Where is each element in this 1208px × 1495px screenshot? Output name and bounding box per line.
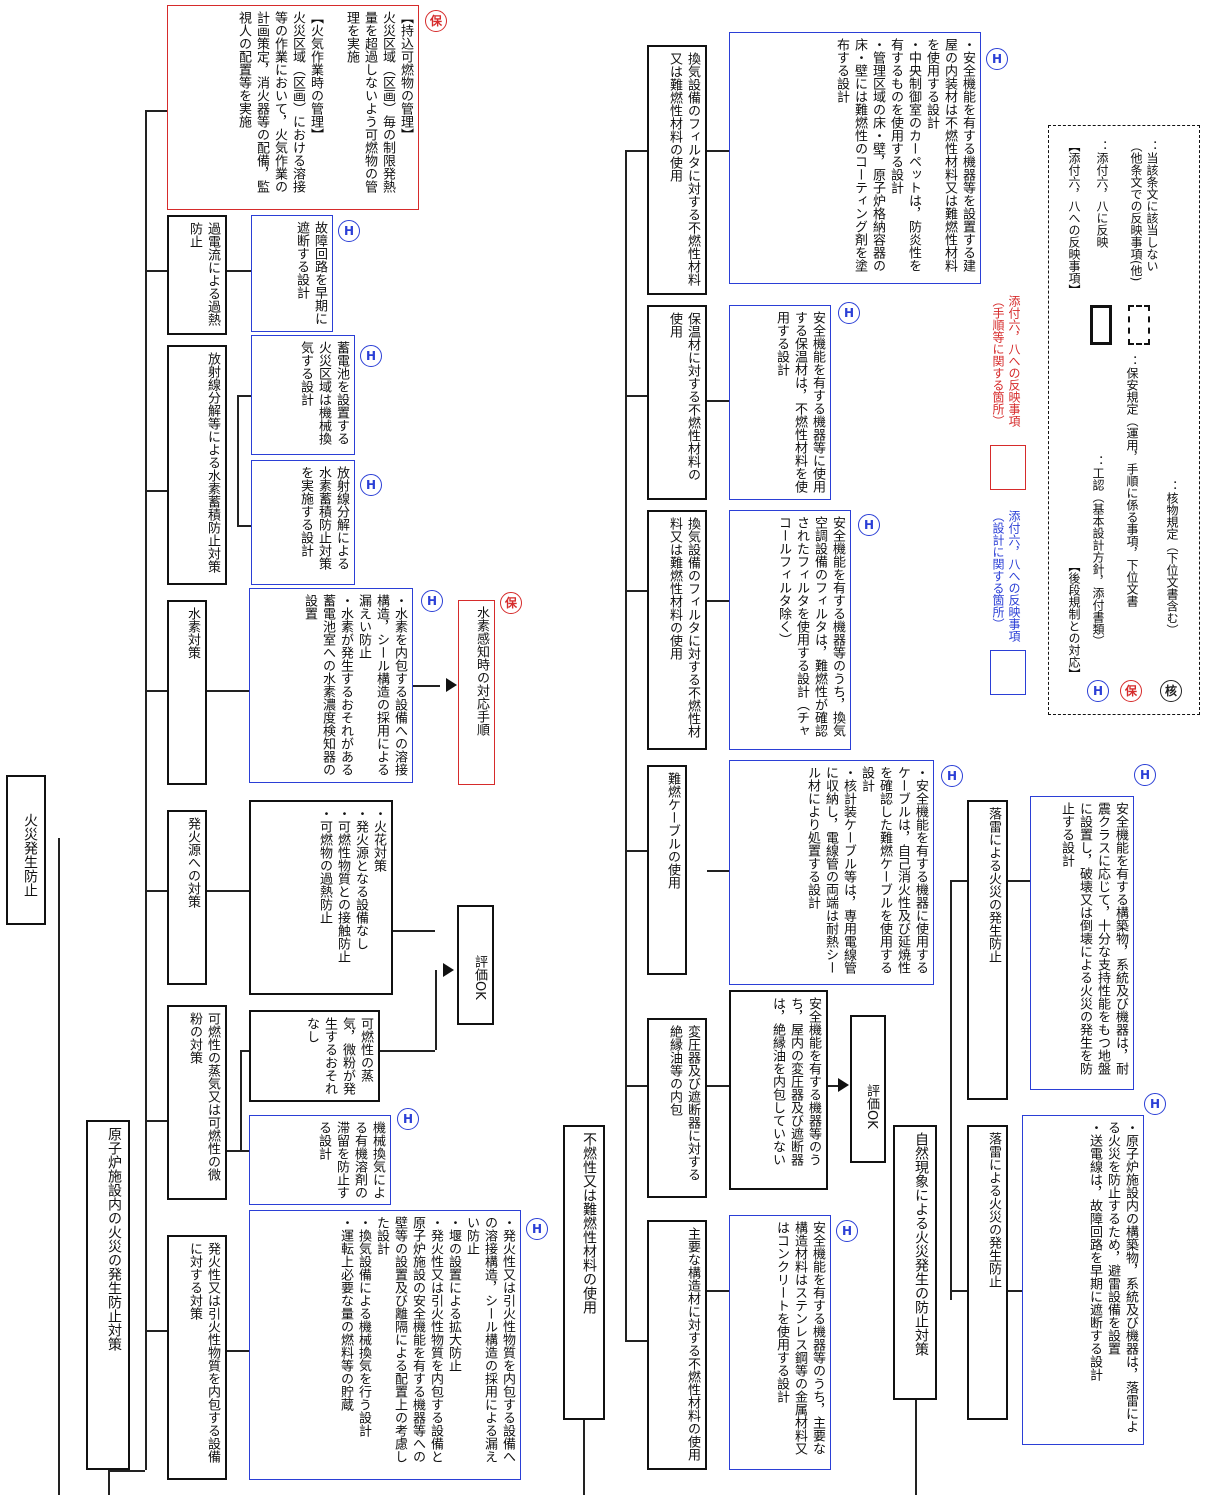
box-no-combustible-vapor: 可燃性の蒸気，微粉が発生するおそれなし	[249, 1010, 380, 1102]
ho-marker: 保	[500, 592, 522, 614]
box-ventilation-filter: 安全機能を有する機器等のうち，換気空調設備のフィルタは，難燃性が確認されたフィル…	[729, 510, 851, 750]
h-marker: H	[421, 590, 443, 612]
box-lightning-protection: ・原子炉施設内の構築物，系統及び機器は，落雷による火災を防止するため，避雷設備を…	[1022, 1115, 1144, 1445]
node-lightning-fire-a: 落雷による火災の発生防止	[967, 1125, 1008, 1420]
h-marker: H	[986, 48, 1008, 70]
legend-rel-title: 【後段規制との対応】	[1067, 560, 1081, 680]
legend-key-solid: ：添付六，八に反映	[1095, 140, 1109, 248]
box-interior-materials: ・安全機能を有する機器等を設置する建屋の内装材は不燃性材料又は難燃性材料を使用す…	[729, 32, 981, 284]
h-marker: H	[836, 1220, 858, 1242]
arrow-to-eval-ok	[443, 963, 454, 977]
box-ignition-measures: ・火花対策 ・発火源となる設備なし ・可燃性物質との接触防止 ・可燃物の過熱防止	[249, 800, 393, 995]
h-marker: H	[838, 302, 860, 324]
box-eval-ok-2: 評価OK	[850, 1015, 886, 1163]
h-marker: H	[941, 765, 963, 787]
legend-rel-h: ：工認（基本設計方針，添付書類）	[1091, 455, 1105, 647]
box-radiolysis-design: 放射線分解による水素蓄積防止対策を実施する設計	[251, 460, 355, 585]
h-marker: H	[526, 1218, 548, 1240]
arrow-to-eval-ok-2	[838, 1078, 849, 1092]
h-marker: H	[1144, 1093, 1166, 1115]
ho-marker: 保	[1120, 680, 1142, 702]
node-overcurrent: 過電流による過熱防止	[167, 215, 227, 335]
node-radiolysis-hydrogen: 放射線分解等による水素蓄積防止対策	[167, 345, 227, 585]
legend-key-title: 【添付六，八への反映事項】	[1067, 140, 1081, 296]
branch-noncombustible-materials: 不燃性又は難燃性材料の使用	[563, 1125, 605, 1420]
box-insulation-material: 安全機能を有する機器等に使用する保温材は，不燃性材料を使用する設計	[729, 305, 831, 500]
box-hydrogen-procedure: 水素感知時の対応手順	[458, 600, 495, 785]
node-hydrogen: 水素対策	[167, 600, 207, 785]
node-combustible-vapor: 可燃性の蒸気又は可燃性の微粉の対策	[167, 1005, 227, 1200]
legend-key-dashed: ：当該条文に該当しない （他条文での反映事項(他)	[1129, 140, 1159, 282]
box-transformer-oil: 安全機能を有する機器等のうち，屋内の変圧器及び遮断器は，絶縁油を内包していない	[729, 990, 828, 1190]
legend-red-swatch	[990, 445, 1026, 490]
legend-red-label: 添付六，八への反映事項 （手順等に関する箇所）	[991, 295, 1021, 427]
h-marker: H	[1087, 680, 1109, 702]
branch-natural-phenomena: 自然現象による火災発生の防止対策	[893, 1125, 937, 1400]
legend-blue-label: 添付六，八への反映事項 （設計に関する箇所）	[991, 510, 1021, 642]
node-flame-retardant-cable: 難燃ケーブルの使用	[647, 765, 687, 975]
branch-reactor-fire-measures: 原子炉施設内の火災の発生防止対策	[86, 1120, 130, 1470]
box-flame-retardant-cable: ・安全機能を有する機器に使用するケーブルは，自己消火性及び延焼性を確認した難燃ケ…	[729, 760, 934, 985]
node-interior-materials: 換気設備のフィルタに対する不燃性材料又は難燃性材料の使用	[647, 45, 707, 295]
node-ventilation-filter: 換気設備のフィルタに対する不燃性材料又は難燃性材料の使用	[647, 510, 707, 750]
h-marker: H	[360, 474, 382, 496]
node-ignitable-equipment: 発火性又は引火性物質を内包する設備に対する対策	[167, 1235, 227, 1480]
h-marker: H	[397, 1108, 419, 1130]
node-transformer-oil: 変圧器及び遮断器に対する絶縁油等の内包	[647, 1018, 707, 1198]
node-structural-material: 主要な構造材に対する不燃性材料の使用	[647, 1220, 707, 1470]
legend-key-box	[1048, 125, 1200, 715]
box-ignitable-equipment-measures: ・発火性又は引火性物質を内包する設備への溶接構造，シール構造の採用による漏えい防…	[249, 1210, 521, 1480]
box-hydrogen-measures: ・水素を内包する設備への溶接構造，シール構造の採用による漏えい防止 ・水素が発生…	[249, 588, 413, 783]
box-fault-cutoff: 故障回路を早期に遮断する設計	[251, 215, 333, 332]
legend-dashed-swatch	[1128, 305, 1150, 345]
h-marker: H	[1134, 764, 1156, 786]
box-combustible-management: 【持込可燃物の管理】 火災区域（区画）毎の制限発熱量を超過しないよう可燃物の管理…	[167, 5, 419, 210]
box-battery-ventilation: 蓄電池を設置する火災区域は機械換気する設計	[251, 335, 355, 455]
box-mechanical-ventilation: 機械換気による有機溶剤の滞留を防止する設計	[249, 1115, 391, 1205]
h-marker: H	[858, 514, 880, 536]
legend-solid-swatch	[1090, 305, 1112, 345]
arrow-to-hydrogen-procedure	[446, 678, 457, 692]
node-lightning-fire-b: 落雷による火災の発生防止	[967, 800, 1008, 1100]
box-seismic-design: 安全機能を有する構築物，系統及び機器は，耐震クラスに応じて，十分な支持性能をもつ…	[1030, 796, 1134, 1090]
legend-rel-kaku: ：核物規定（下位文書含む）	[1165, 480, 1179, 636]
kaku-marker: 核	[1160, 680, 1182, 702]
box-structural-material: 安全機能を有する機器等のうち，主要な構造材料はステンレス鋼等の金属材料又はコンク…	[729, 1215, 831, 1470]
node-ignition-source: 発火源への対策	[167, 810, 207, 985]
ho-marker: 保	[425, 10, 447, 32]
h-marker: H	[360, 345, 382, 367]
node-insulation-material: 保温材に対する不燃性材料の使用	[647, 305, 707, 500]
legend-blue-swatch	[990, 650, 1026, 695]
h-marker: H	[338, 220, 360, 242]
root-fire-prevention: 火災発生防止	[6, 775, 46, 925]
legend-rel-ho: ：保安規定（運用，手順に係る事項，下位文書	[1125, 355, 1139, 607]
box-eval-ok: 評価OK	[457, 905, 494, 1025]
